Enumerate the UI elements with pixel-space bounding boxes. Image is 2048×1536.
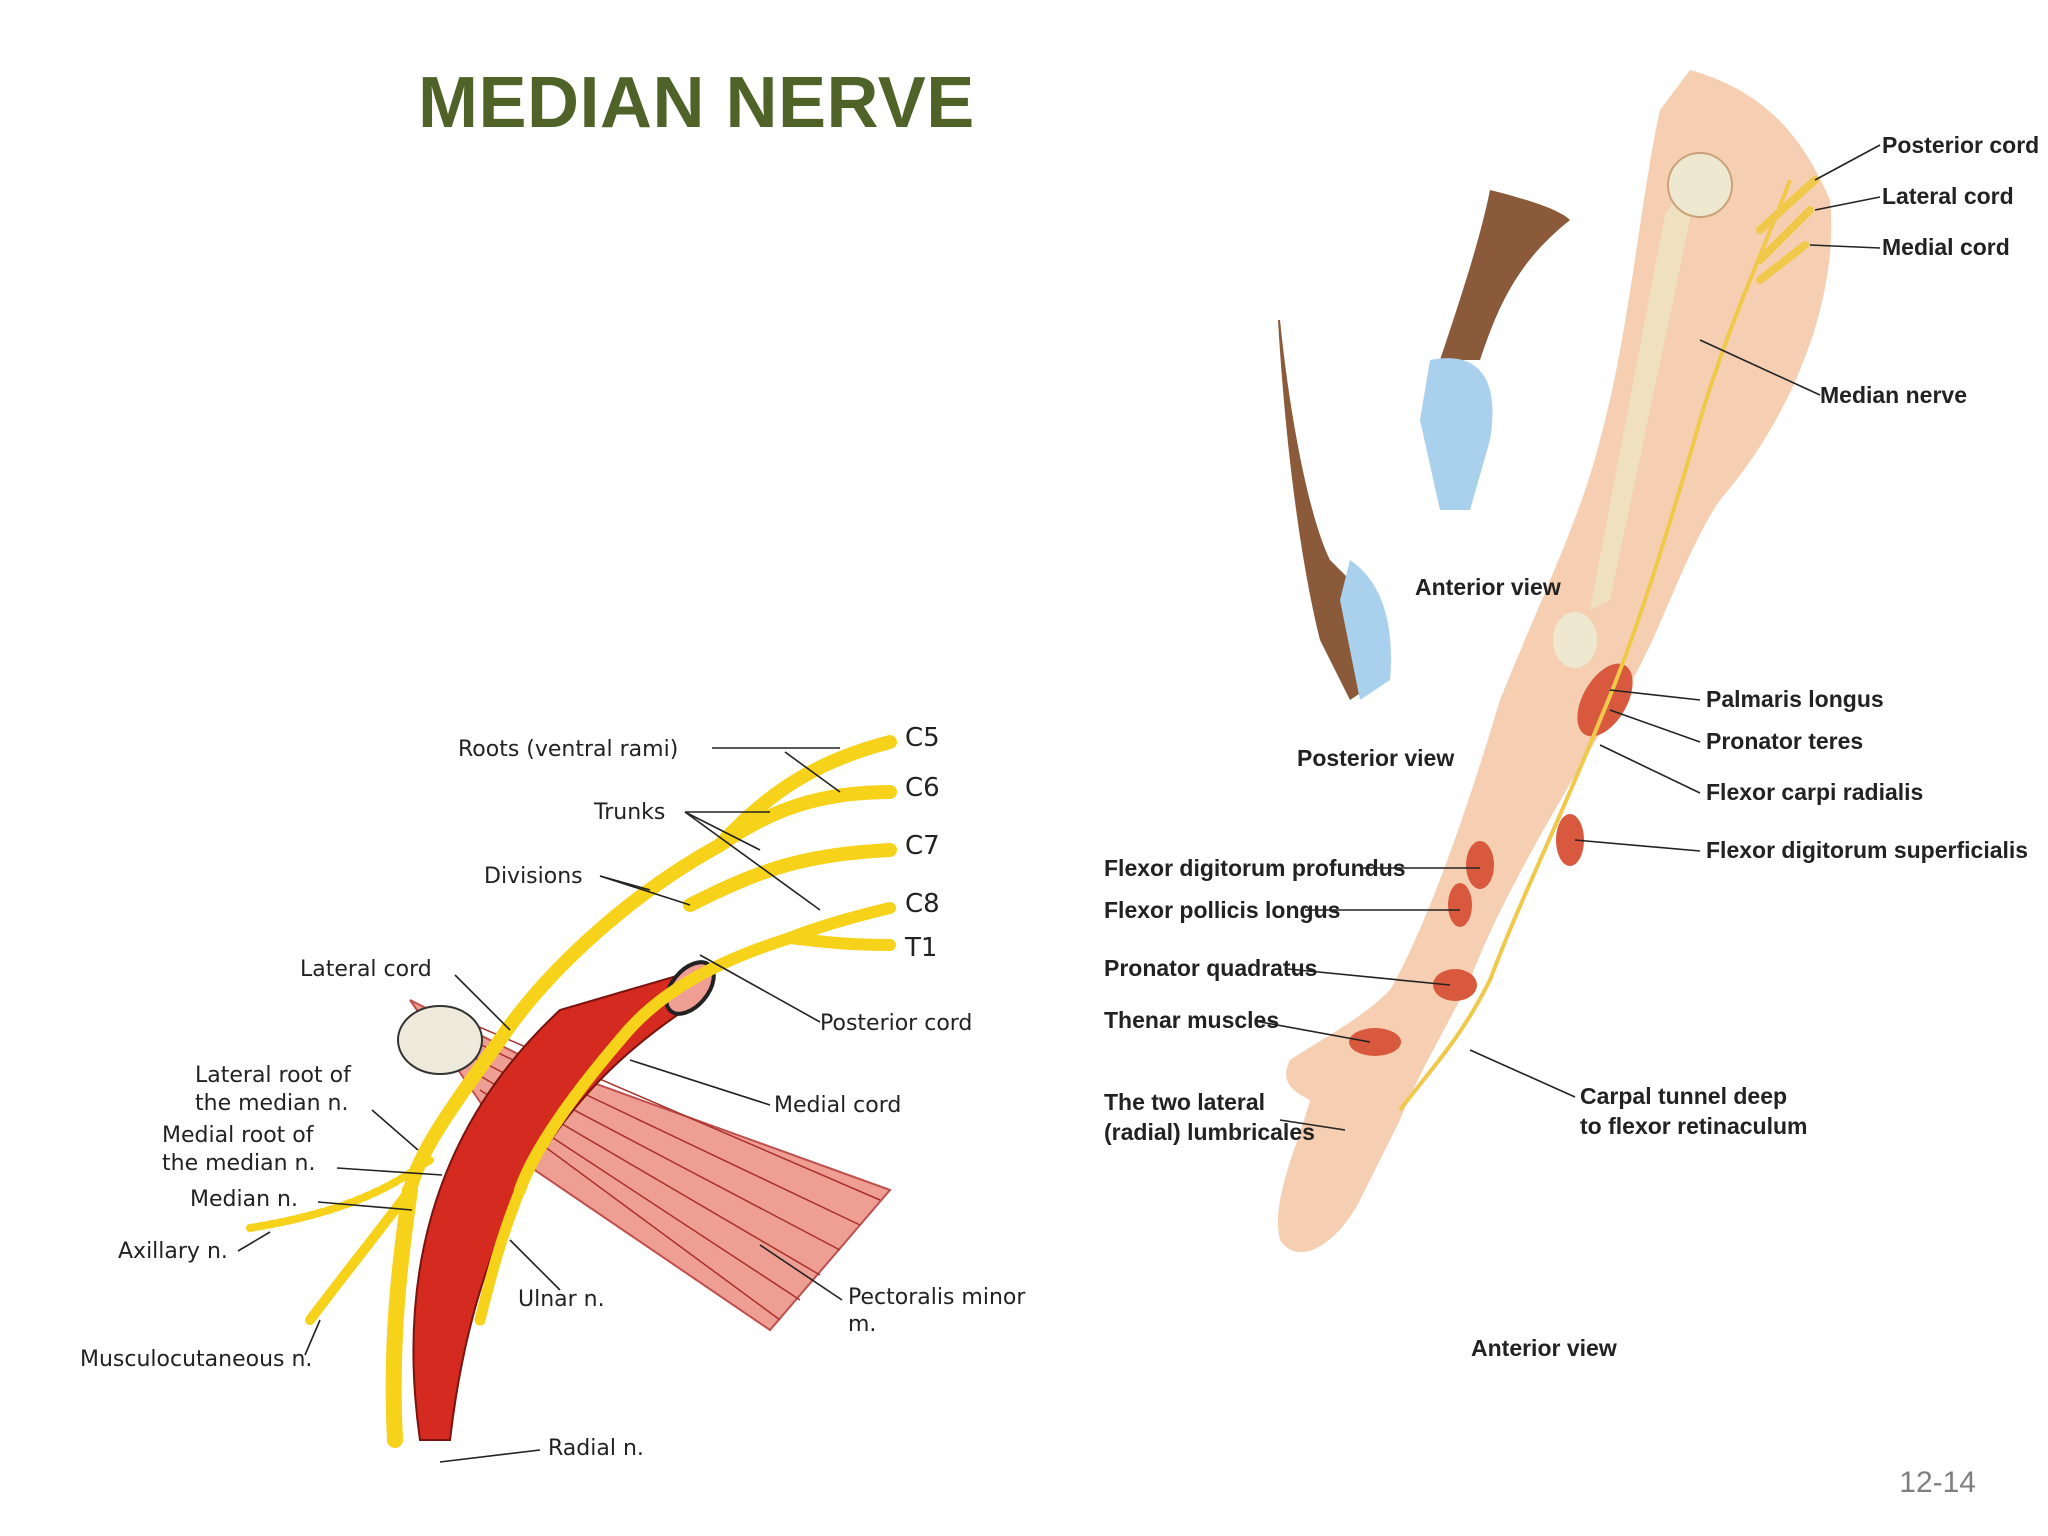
label-medial-root-2: the median n. xyxy=(162,1151,316,1176)
label-flexor-digitorum-profundus: Flexor digitorum profundus xyxy=(1104,855,1406,881)
label-c6: C6 xyxy=(905,773,940,803)
plexus-nerves xyxy=(246,735,897,1448)
label-pectoralis-1: Pectoralis minor xyxy=(848,1285,1026,1310)
label-t1: T1 xyxy=(904,933,937,963)
plexus-labels: Roots (ventral rami) Trunks Divisions La… xyxy=(80,723,1026,1461)
forearm-muscles xyxy=(1349,663,1633,1056)
label-thenar-muscles: Thenar muscles xyxy=(1104,1007,1279,1033)
brachial-plexus-diagram: Roots (ventral rami) Trunks Divisions La… xyxy=(80,723,1026,1463)
label-palmaris-longus: Palmaris longus xyxy=(1706,686,1884,712)
label-anterior-view-inset: Anterior view xyxy=(1415,574,1561,600)
label-medial-root-1: Medial root of xyxy=(162,1123,315,1148)
label-flexor-digitorum-superficialis: Flexor digitorum superficialis xyxy=(1706,837,2028,863)
arm-labels: Posterior cord Lateral cord Medial cord … xyxy=(1104,132,2039,1361)
page-number: 12-14 xyxy=(1899,1466,1976,1499)
label-musculocutaneous-n: Musculocutaneous n. xyxy=(80,1347,312,1372)
label-lateral-root-2: the median n. xyxy=(195,1091,349,1116)
label-divisions: Divisions xyxy=(484,864,583,889)
plexus-leader-lines xyxy=(237,747,843,1463)
coracoid-process xyxy=(397,1005,483,1075)
label-anterior-view-main: Anterior view xyxy=(1471,1335,1617,1361)
label-flexor-carpi-radialis: Flexor carpi radialis xyxy=(1706,779,1923,805)
label-posterior-view-inset: Posterior view xyxy=(1297,745,1454,771)
label-radial-n: Radial n. xyxy=(548,1436,644,1461)
cords xyxy=(1756,176,1819,284)
label-lateral-root-1: Lateral root of xyxy=(195,1063,352,1088)
median-nerve xyxy=(1398,179,1792,1112)
arm-illustration: Posterior cord Lateral cord Medial cord … xyxy=(1104,70,2039,1361)
label-carpal-tunnel-1: Carpal tunnel deep xyxy=(1580,1083,1787,1109)
label-c5: C5 xyxy=(905,723,940,753)
label-arm-posterior-cord: Posterior cord xyxy=(1882,132,2039,158)
label-carpal-tunnel-2: to flexor retinaculum xyxy=(1580,1113,1807,1139)
label-lateral-cord: Lateral cord xyxy=(300,957,432,982)
label-pectoralis-2: m. xyxy=(848,1312,876,1337)
label-arm-medial-cord: Medial cord xyxy=(1882,234,2010,260)
label-posterior-cord: Posterior cord xyxy=(820,1011,972,1036)
label-medial-cord: Medial cord xyxy=(774,1093,901,1118)
posterior-view-inset xyxy=(1278,320,1391,700)
label-flexor-pollicis-longus: Flexor pollicis longus xyxy=(1104,897,1340,923)
label-c7: C7 xyxy=(905,831,940,861)
label-pronator-quadratus: Pronator quadratus xyxy=(1104,955,1317,981)
label-trunks: Trunks xyxy=(593,800,665,825)
arm-outline xyxy=(1277,70,1832,1253)
label-ulnar-n: Ulnar n. xyxy=(518,1287,605,1312)
label-pronator-teres: Pronator teres xyxy=(1706,728,1863,754)
label-median-nerve: Median nerve xyxy=(1820,382,1967,408)
label-roots: Roots (ventral rami) xyxy=(458,737,678,762)
label-arm-lateral-cord: Lateral cord xyxy=(1882,183,2014,209)
anterior-view-inset xyxy=(1420,190,1570,510)
label-lumbricales-1: The two lateral xyxy=(1104,1089,1265,1115)
slide-title: MEDIAN NERVE xyxy=(418,63,975,143)
label-c8: C8 xyxy=(905,889,940,919)
label-axillary-n: Axillary n. xyxy=(118,1239,228,1264)
label-median-n: Median n. xyxy=(190,1187,298,1212)
label-lumbricales-2: (radial) lumbricales xyxy=(1104,1119,1315,1145)
arm-leader-lines xyxy=(1254,144,1881,1131)
